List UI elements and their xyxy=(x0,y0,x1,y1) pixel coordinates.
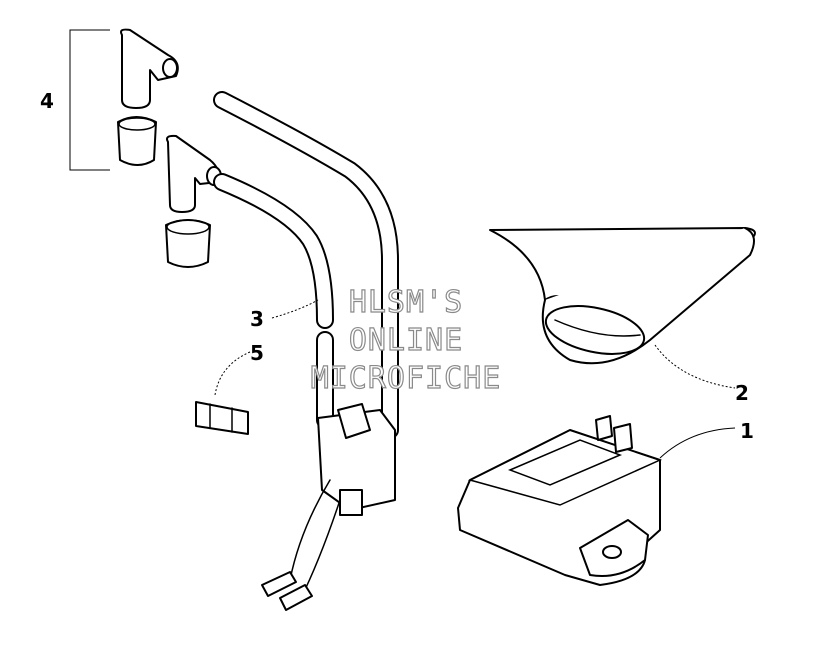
mounting-hole xyxy=(602,545,622,559)
callout-3: 3 xyxy=(250,307,264,331)
upper-boot-rim xyxy=(118,117,156,131)
lower-plug-cap xyxy=(166,134,220,213)
wire-right-fill xyxy=(215,93,397,437)
wire-left-upper-fill xyxy=(215,175,332,327)
upper-cap-end xyxy=(162,58,178,78)
callout-2: 2 xyxy=(735,381,749,405)
module-top-step xyxy=(507,439,623,486)
sleeve-fold xyxy=(554,319,641,337)
lead-connector-2 xyxy=(279,584,313,611)
watermark-line-2: ONLINE xyxy=(349,323,463,358)
callout-1: 1 xyxy=(740,419,754,443)
watermark-line-3: MICROFICHE xyxy=(311,361,502,396)
lead-connector-1 xyxy=(261,571,297,597)
lower-boot-rim xyxy=(166,219,210,235)
ignition-coil xyxy=(261,403,396,611)
cdi-module xyxy=(457,415,736,586)
lower-boot xyxy=(165,219,211,268)
module-top-face xyxy=(467,429,663,506)
leader-3 xyxy=(271,299,319,319)
wire-clip xyxy=(195,351,251,435)
callout-5: 5 xyxy=(250,341,264,365)
watermark: HLSM'S ONLINE MICROFICHE xyxy=(310,284,502,396)
leader-5 xyxy=(214,351,251,396)
callout-4: 4 xyxy=(40,89,54,113)
sleeve-opening xyxy=(544,305,646,355)
spark-plug-cap-group xyxy=(69,28,222,268)
clip-body xyxy=(195,401,249,435)
clip-slots xyxy=(209,403,233,433)
upper-boot xyxy=(117,116,157,166)
module-terminal-1 xyxy=(595,415,613,441)
coil-terminal xyxy=(337,403,371,439)
high-tension-wires xyxy=(213,91,399,439)
leader-1 xyxy=(659,427,736,459)
coil-mount xyxy=(339,489,363,516)
coil-lead-1 xyxy=(289,479,331,581)
coil-body xyxy=(317,409,396,511)
cover-sleeve xyxy=(489,227,756,389)
bracket-line xyxy=(69,29,110,171)
watermark-line-1: HLSM'S xyxy=(349,285,463,320)
leader-2 xyxy=(654,344,736,389)
upper-plug-cap xyxy=(120,28,179,109)
module-terminal-2 xyxy=(613,423,633,453)
